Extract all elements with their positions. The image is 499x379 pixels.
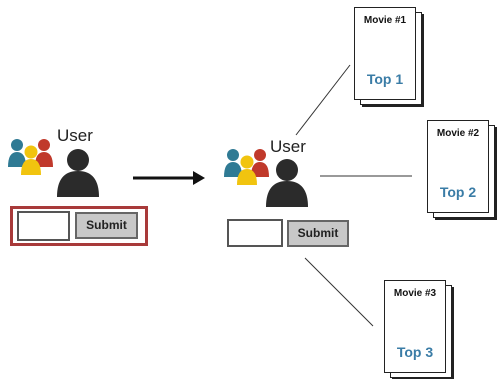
group-icon (224, 149, 269, 185)
card-sheet: Movie #1 Top 1 (354, 7, 416, 100)
movie-rank: Top 3 (396, 344, 434, 360)
query-input[interactable] (17, 211, 70, 241)
movie-rank: Top 2 (439, 184, 477, 200)
query-input[interactable] (227, 219, 283, 247)
movie-card-3: Movie #3 Top 3 (384, 280, 452, 378)
submit-button[interactable]: Submit (287, 220, 349, 247)
arrow-right-icon (133, 171, 205, 185)
user-silhouette-icon (57, 149, 99, 197)
movie-card-1: Movie #1 Top 1 (354, 7, 422, 105)
group-icon (8, 139, 53, 175)
movie-card-2: Movie #2 Top 2 (427, 120, 495, 218)
user-label: User (270, 137, 306, 156)
movie-title: Movie #2 (436, 128, 480, 139)
movie-title: Movie #3 (393, 288, 437, 299)
movie-title: Movie #1 (363, 15, 407, 26)
connector-line-movie-1 (295, 64, 351, 136)
submit-button[interactable]: Submit (75, 212, 138, 239)
user-silhouette-icon (266, 159, 308, 207)
user-label: User (57, 126, 93, 145)
card-sheet: Movie #3 Top 3 (384, 280, 446, 373)
movie-rank: Top 1 (366, 71, 404, 87)
card-sheet: Movie #2 Top 2 (427, 120, 489, 213)
connector-line-movie-3 (304, 257, 374, 327)
